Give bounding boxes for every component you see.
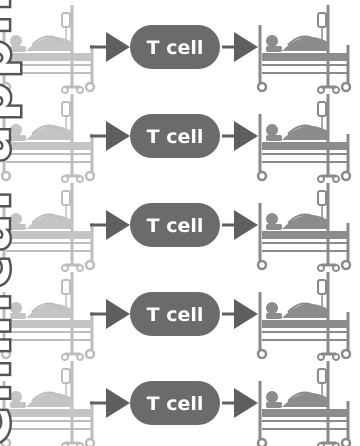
t-cell-label: T cell (147, 215, 204, 237)
t-cell-label: T cell (147, 393, 204, 415)
therapy-row: T cell (0, 181, 352, 273)
therapy-row: T cell (0, 270, 352, 362)
t-cell-label: T cell (147, 304, 204, 326)
t-cell-pill (130, 203, 220, 247)
patient-after-icon (256, 270, 352, 362)
patient-after-icon (256, 92, 352, 184)
t-cell-pill (130, 381, 220, 425)
therapy-row: T cell (0, 92, 352, 184)
patient-after-icon (256, 359, 352, 446)
side-label-clinical-application: Clinical application (0, 0, 25, 446)
patient-after-icon (256, 181, 352, 273)
therapy-row: T cell (0, 3, 352, 95)
t-cell-label: T cell (147, 37, 204, 59)
patient-after-icon (256, 3, 352, 95)
t-cell-pill (130, 292, 220, 336)
therapy-row: T cell (0, 359, 352, 446)
t-cell-label: T cell (147, 126, 204, 148)
t-cell-pill (130, 25, 220, 69)
t-cell-pill (130, 114, 220, 158)
